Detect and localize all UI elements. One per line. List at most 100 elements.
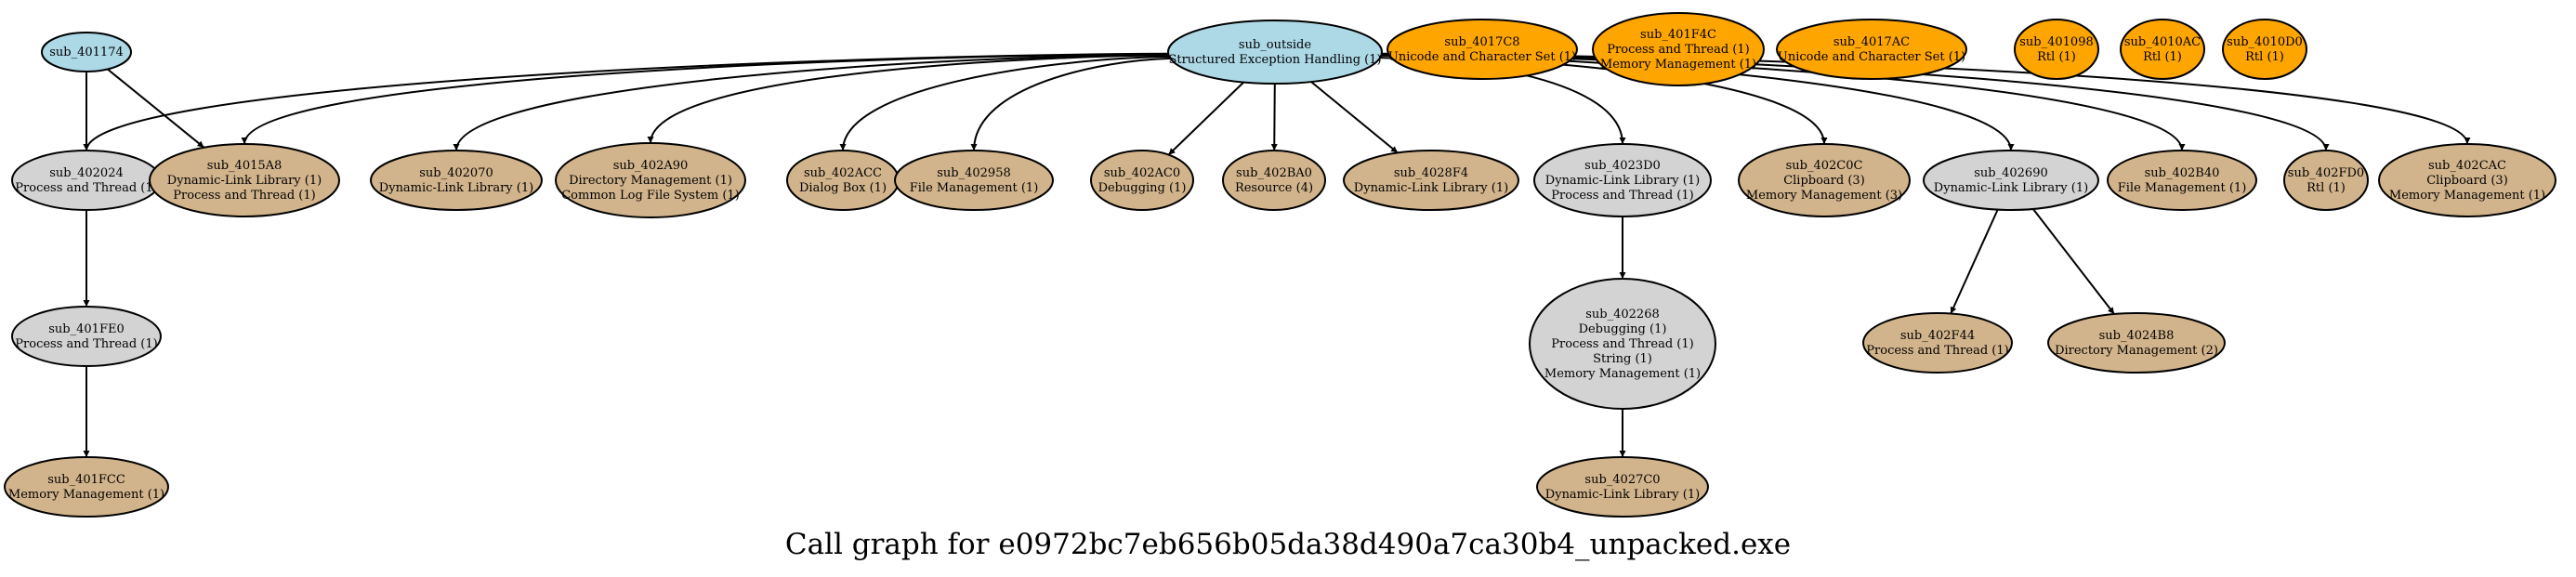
node-category-label: Process and Thread (1) xyxy=(15,181,157,195)
node-ellipse xyxy=(1343,150,1519,211)
node-ellipse xyxy=(1090,150,1194,211)
edge-sub_outside-to-sub_4028F4 xyxy=(1310,81,1399,154)
node-category-label: Structured Exception Handling (1) xyxy=(1168,53,1381,67)
edge-sub_outside-to-sub_402ACC xyxy=(839,55,1170,151)
node-category-label: Process and Thread (1) xyxy=(1866,344,2008,358)
node-category-label: File Management (1) xyxy=(2118,181,2247,195)
node-name: sub_402B40 xyxy=(2145,166,2220,180)
edge-sub_outside-to-sub_402AC0 xyxy=(1167,81,1244,156)
node-ellipse xyxy=(2283,150,2369,211)
node-name: sub_4015A8 xyxy=(207,159,283,173)
node-name: sub_401F4C xyxy=(1640,28,1716,42)
node-name: sub_402C0C xyxy=(1786,159,1863,173)
node-name: sub_402A90 xyxy=(613,159,689,173)
node-category-label: Memory Management (1) xyxy=(1544,367,1701,381)
node-category-label: Clipboard (3) xyxy=(2426,174,2508,188)
node-name: sub_4023D0 xyxy=(1584,159,1661,173)
node-category-label: Dynamic-Link Library (1) xyxy=(167,174,322,188)
edge-sub_outside-to-sub_402070 xyxy=(453,53,1169,151)
node-category-label: Rtl (1) xyxy=(2245,50,2284,64)
edges-layer xyxy=(83,52,2471,457)
node-ellipse xyxy=(41,32,132,72)
node-category-label: Dynamic-Link Library (1) xyxy=(1934,181,2088,195)
node-name: sub_402024 xyxy=(49,166,124,180)
node-name: sub_402FD0 xyxy=(2288,166,2364,180)
node-ellipse xyxy=(1529,278,1716,410)
node-ellipse xyxy=(1738,143,1911,217)
node-category-label: Dynamic-Link Library (1) xyxy=(1545,488,1700,502)
node-ellipse xyxy=(2047,312,2226,374)
node-category-label: Dynamic-Link Library (1) xyxy=(1545,174,1700,188)
graph-node-sub_401174: sub_401174 xyxy=(41,32,132,72)
node-ellipse xyxy=(555,142,746,218)
node-name: sub_4010AC xyxy=(2124,35,2201,49)
node-category-label: Memory Management (1) xyxy=(8,488,164,502)
node-ellipse xyxy=(4,456,169,518)
edge-sub_402690-to-sub_4024B8 xyxy=(2032,208,2115,315)
node-name: sub_4024B8 xyxy=(2099,329,2175,343)
node-ellipse xyxy=(1533,143,1712,217)
node-category-label: Directory Management (2) xyxy=(2055,344,2218,358)
node-category-label: File Management (1) xyxy=(910,181,1039,195)
node-name: sub_4010D0 xyxy=(2227,35,2303,49)
node-ellipse xyxy=(2107,150,2257,211)
node-ellipse xyxy=(1776,19,1967,80)
node-ellipse xyxy=(370,150,543,211)
node-name: sub_401174 xyxy=(49,46,124,59)
node-ellipse xyxy=(1387,19,1578,80)
node-ellipse xyxy=(1592,12,1765,86)
node-category-label: Debugging (1) xyxy=(1098,181,1187,195)
node-category-label: Unicode and Character Set (1) xyxy=(1388,50,1576,64)
node-name: sub_402F44 xyxy=(1900,329,1975,343)
node-ellipse xyxy=(11,150,162,211)
edge-sub_outside-to-sub_4015A8 xyxy=(241,53,1169,145)
node-name: sub_4017C8 xyxy=(1444,35,1519,49)
node-ellipse xyxy=(2120,19,2205,80)
node-category-label: Process and Thread (1) xyxy=(15,337,157,351)
node-category-label: Debugging (1) xyxy=(1579,322,1667,336)
edge-sub_outside-to-sub_402A90 xyxy=(647,54,1169,144)
node-category-label: Rtl (1) xyxy=(2143,50,2182,64)
edge-sub_outside-to-sub_402BA0 xyxy=(1270,83,1278,151)
edge-sub_401174-to-sub_4015A8 xyxy=(107,68,205,149)
node-category-label: Process and Thread (1) xyxy=(1551,337,1693,351)
edge-sub_402690-to-sub_402F44 xyxy=(1950,209,1999,314)
node-ellipse xyxy=(894,150,1054,211)
node-category-label: String (1) xyxy=(1593,352,1652,366)
node-ellipse xyxy=(2378,143,2556,217)
node-name: sub_4027C0 xyxy=(1584,473,1660,487)
node-ellipse xyxy=(11,306,162,367)
node-category-label: Process and Thread (1) xyxy=(1551,189,1693,203)
node-category-label: Memory Management (1) xyxy=(2389,189,2545,203)
node-ellipse xyxy=(1536,456,1709,518)
node-category-label: Dynamic-Link Library (1) xyxy=(379,181,533,195)
node-name: sub_4028F4 xyxy=(1394,166,1468,180)
node-ellipse xyxy=(149,143,340,217)
node-name: sub_402268 xyxy=(1585,308,1660,321)
node-name: sub_402BA0 xyxy=(1236,166,1312,180)
node-category-label: Memory Management (1) xyxy=(1600,58,1756,72)
node-category-label: Process and Thread (1) xyxy=(1607,43,1749,57)
node-ellipse xyxy=(2014,19,2099,80)
